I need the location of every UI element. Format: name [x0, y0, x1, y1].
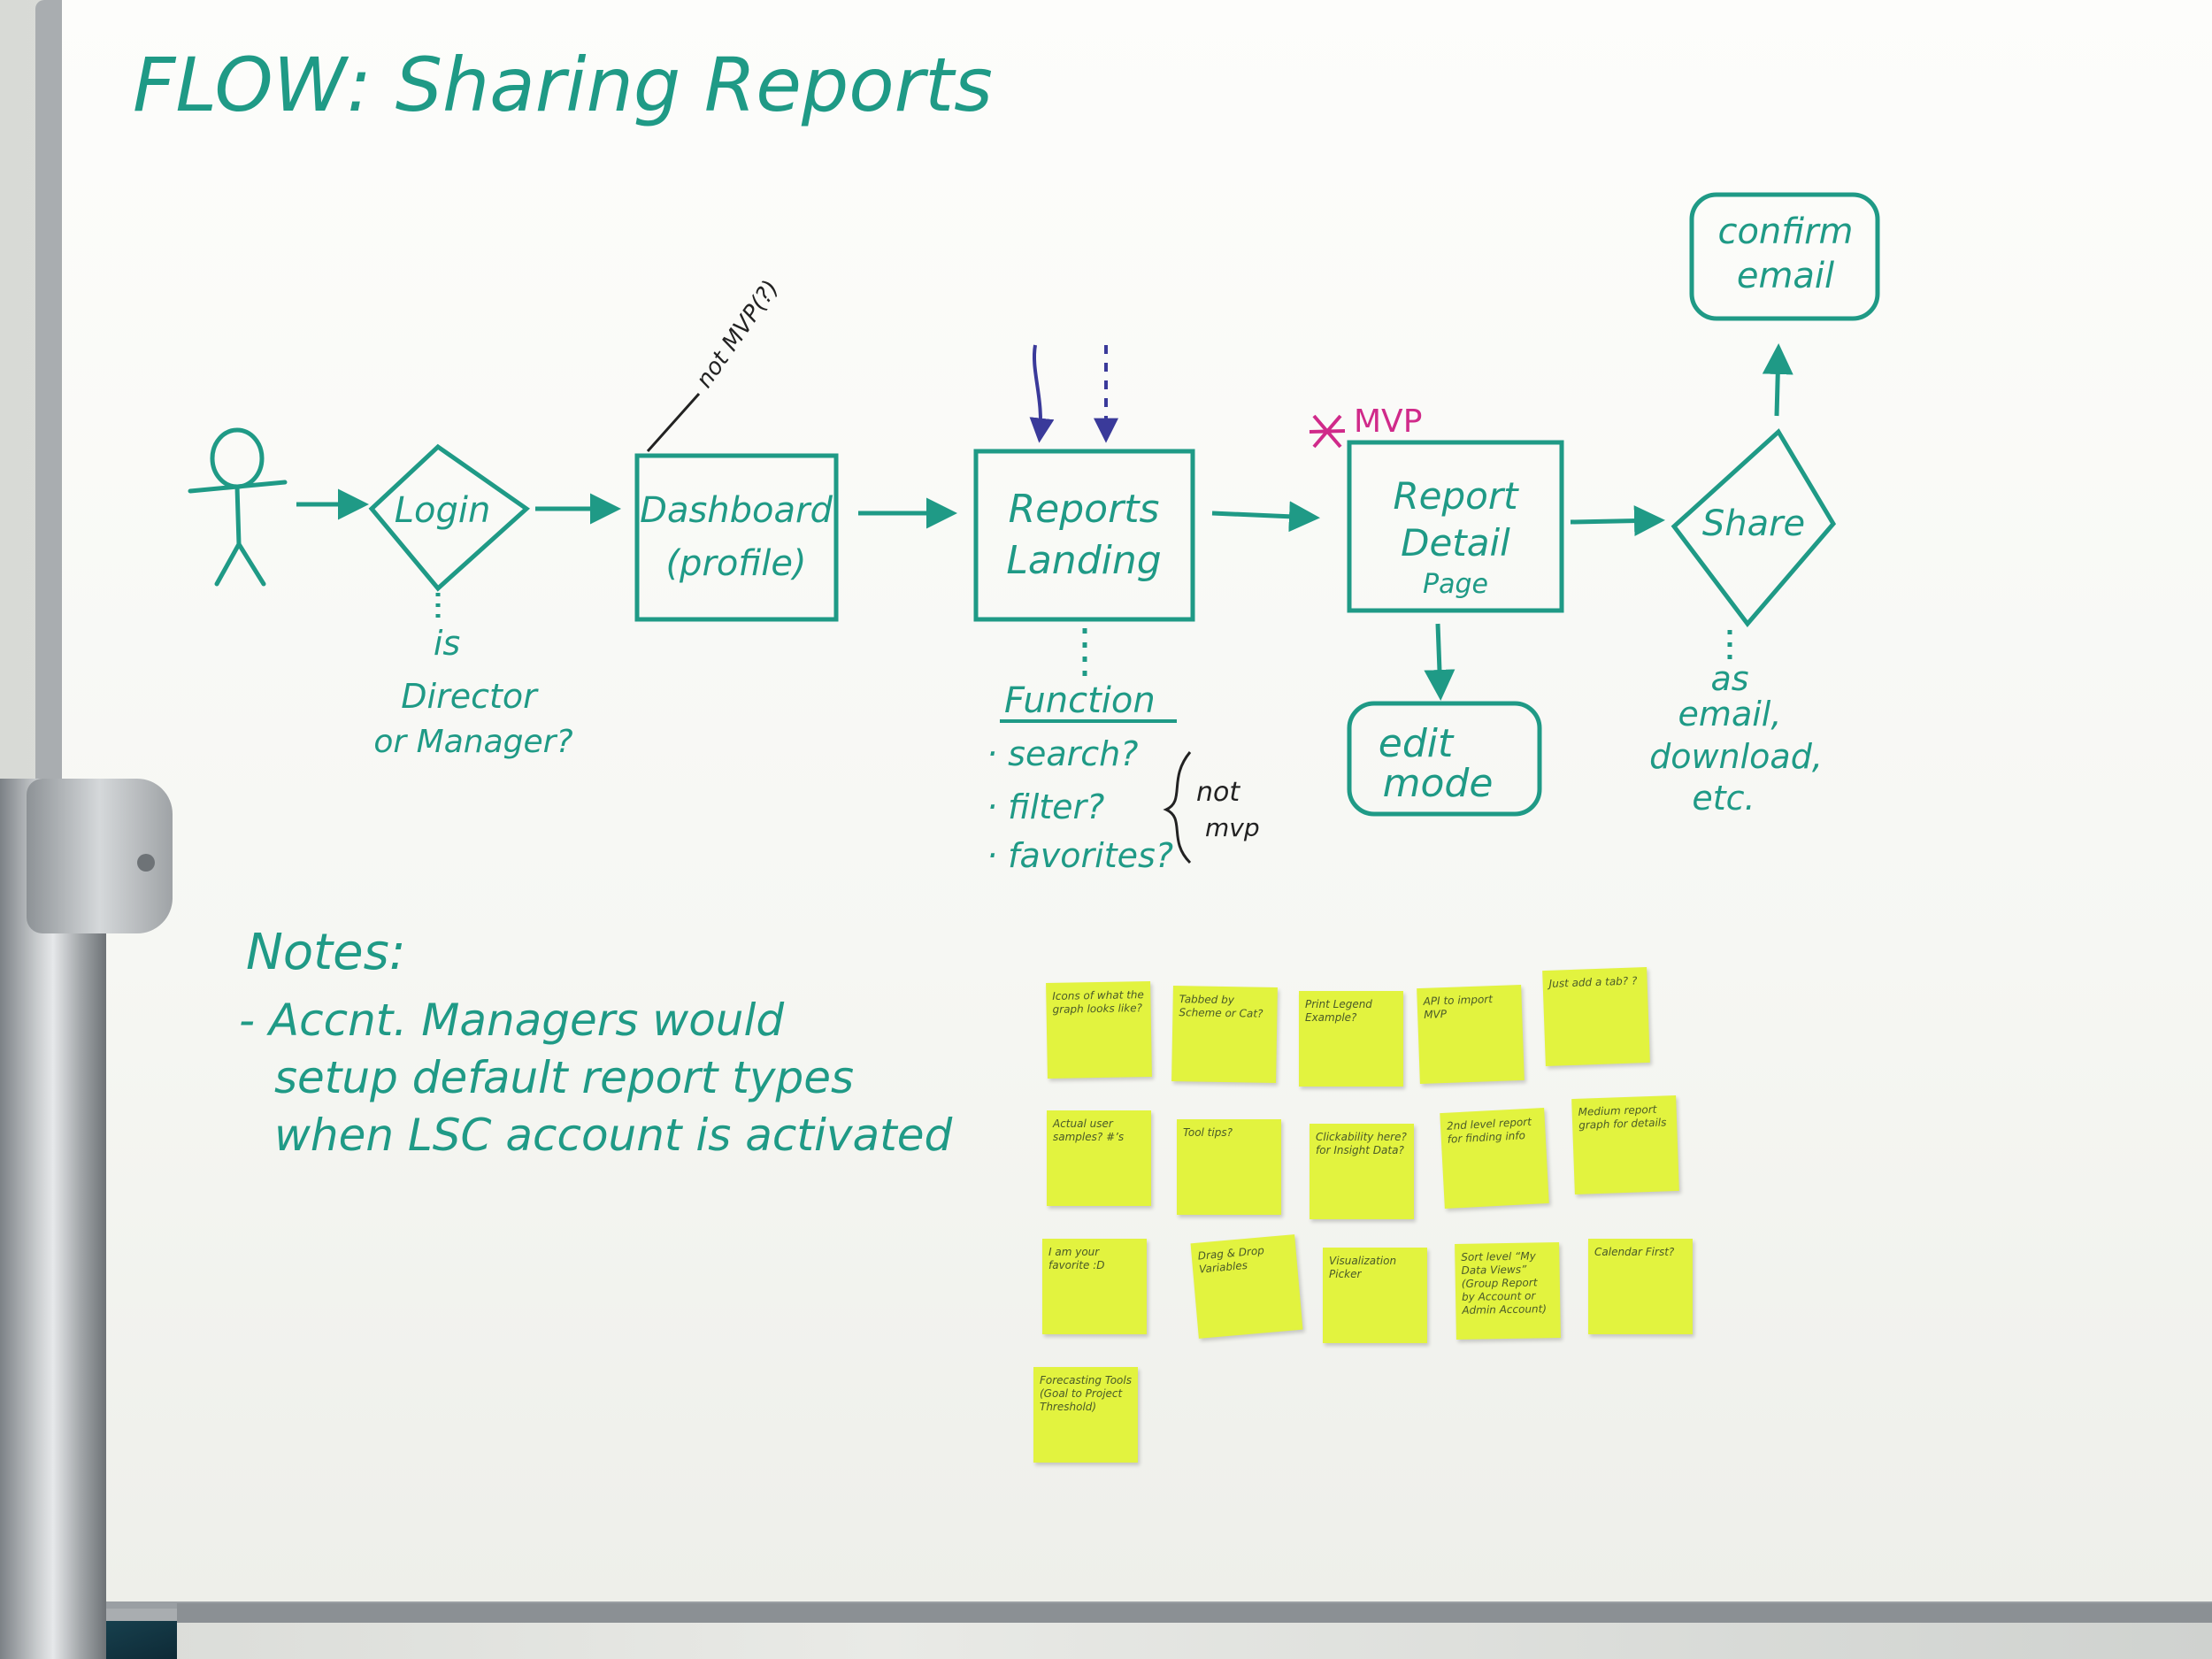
not-mvp-label-2: mvp	[1205, 813, 1260, 842]
login-q-1: is	[434, 624, 460, 663]
sticky-note: I am your favorite :D	[1042, 1239, 1147, 1334]
reports-label-1: Reports	[1009, 487, 1160, 532]
edit-mode-box	[1347, 701, 1542, 817]
clamp-bolt	[137, 854, 155, 872]
marker-tray	[177, 1603, 2212, 1623]
login-q-2: Director	[401, 677, 539, 716]
detail-label-3: Page	[1423, 569, 1488, 600]
sticky-note: Sort level “My Data Views” (Group Report…	[1455, 1241, 1561, 1340]
not-mvp-pointer	[646, 393, 701, 452]
sticky-note: Visualization Picker	[1323, 1248, 1427, 1343]
sticky-note: Forecasting Tools (Goal to Project Thres…	[1033, 1367, 1138, 1463]
function-item-favorites: · favorites?	[987, 836, 1173, 875]
report-detail-box	[1347, 440, 1564, 613]
edit-label-2: mode	[1383, 761, 1494, 806]
not-mvp-dashboard: not MVP(?)	[691, 275, 784, 393]
user-stick-figure	[188, 427, 288, 587]
sticky-note: Just add a tab? ?	[1542, 966, 1650, 1067]
not-mvp-label-1: not	[1196, 777, 1240, 808]
sticky-note: Tool tips?	[1177, 1119, 1281, 1215]
mvp-label: MVP	[1354, 403, 1422, 440]
share-diamond	[1671, 428, 1837, 627]
edit-label-1: edit	[1379, 721, 1455, 766]
sticky-note: Calendar First?	[1588, 1239, 1693, 1334]
detail-label-2: Detail	[1401, 521, 1510, 565]
share-as-3: download,	[1649, 737, 1823, 776]
function-item-search: · search?	[987, 734, 1138, 773]
reports-landing-box	[973, 449, 1195, 622]
dashboard-label-1: Dashboard	[640, 490, 833, 531]
sticky-note: Clickability here? for Insight Data?	[1310, 1124, 1414, 1219]
confirm-label-2: email	[1737, 256, 1834, 296]
share-as-1: as	[1710, 659, 1748, 698]
not-mvp-brace	[1163, 751, 1192, 864]
dashboard-box	[634, 453, 839, 622]
notes-line-2: setup default report types	[274, 1052, 854, 1103]
whiteboard	[62, 0, 2212, 1609]
sticky-note: Tabbed by Scheme or Cat?	[1171, 985, 1278, 1084]
dashboard-label-2: (profile)	[665, 543, 806, 584]
sticky-note: Print Legend Example?	[1299, 991, 1403, 1087]
function-item-filter: · filter?	[987, 787, 1104, 826]
login-label: Login	[395, 490, 491, 531]
confirm-label-1: confirm	[1717, 211, 1853, 252]
sticky-note: 2nd level report for finding info	[1440, 1107, 1549, 1210]
sticky-note: Icons of what the graph looks like?	[1046, 980, 1152, 1079]
share-as-4: etc.	[1692, 779, 1755, 818]
login-q-3: or Manager?	[373, 724, 572, 760]
detail-label-1: Report	[1393, 474, 1519, 518]
reports-label-2: Landing	[1006, 538, 1161, 583]
notes-line-3: when LSC account is activated	[274, 1110, 952, 1161]
sticky-note: API to import MVP	[1417, 984, 1525, 1085]
share-label: Share	[1702, 503, 1805, 544]
login-diamond	[368, 443, 531, 592]
incoming-arrows	[1029, 344, 1118, 443]
sticky-note: Actual user samples? #’s	[1047, 1110, 1151, 1206]
function-title: Function	[1004, 680, 1156, 721]
sticky-note: Drag & Drop Variables	[1190, 1234, 1303, 1339]
notes-line-1: - Accnt. Managers would	[239, 995, 784, 1046]
notes-title: Notes:	[246, 924, 406, 981]
mvp-star	[1309, 414, 1346, 449]
confirm-email-box	[1689, 192, 1880, 321]
share-as-2: email,	[1678, 695, 1782, 733]
flow-arrows	[296, 343, 1793, 701]
diagram-title: FLOW: Sharing Reports	[133, 42, 993, 128]
sticky-note: Medium report graph for details	[1571, 1094, 1679, 1195]
